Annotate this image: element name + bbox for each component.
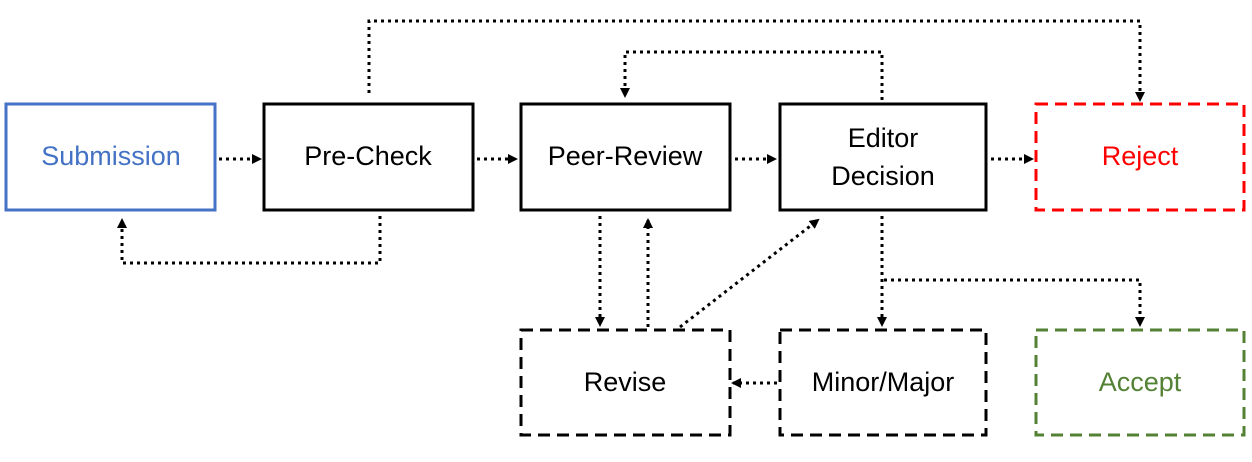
- node-minor-major-label: Minor/Major: [812, 367, 955, 397]
- node-reject-label: Reject: [1102, 141, 1179, 171]
- node-peerreview: Peer-Review: [519, 102, 732, 212]
- node-accept-label: Accept: [1099, 367, 1182, 397]
- node-editor-label-line1: Editor: [848, 123, 919, 153]
- node-submission-label: Submission: [41, 141, 181, 171]
- node-editor-decision: Editor Decision: [778, 102, 988, 212]
- node-peerreview-label: Peer-Review: [548, 141, 703, 171]
- edge-precheck-to-reject: [367, 19, 1145, 102]
- edge-editor-to-accept: [884, 278, 1145, 327]
- node-minor-major: Minor/Major: [778, 328, 988, 437]
- node-precheck-label: Pre-Check: [304, 141, 432, 171]
- node-precheck: Pre-Check: [262, 102, 475, 212]
- node-reject: Reject: [1034, 102, 1246, 212]
- edge-editor-to-peerreview: [620, 50, 884, 100]
- node-accept: Accept: [1034, 328, 1246, 437]
- node-revise: Revise: [519, 328, 732, 437]
- node-revise-label: Revise: [584, 367, 667, 397]
- connectors: [117, 19, 1145, 388]
- edge-precheck-to-submission: [117, 216, 382, 265]
- node-editor-label-line2: Decision: [831, 161, 935, 191]
- edge-revise-to-editor: [679, 218, 820, 329]
- node-submission: Submission: [4, 102, 217, 212]
